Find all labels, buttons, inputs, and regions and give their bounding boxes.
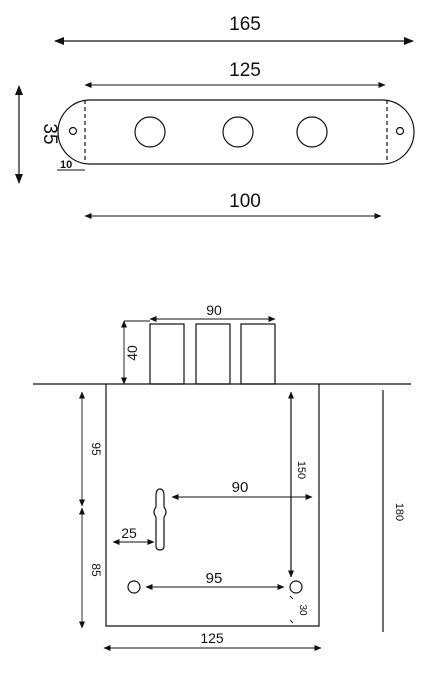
dim-overall-length: 165 xyxy=(229,14,261,35)
body-screw-hole-right xyxy=(289,580,303,594)
bolt-block-2 xyxy=(195,323,231,385)
bolt-hole-1 xyxy=(134,116,166,148)
dim-hole-spacing-outer: 125 xyxy=(229,60,261,81)
keyhole xyxy=(153,488,167,551)
body-screw-hole-left xyxy=(127,580,141,594)
dim-body-width: 125 xyxy=(200,630,224,646)
dim-tick-screw-bottom-top xyxy=(289,595,294,600)
dim-cylinder-height: 40 xyxy=(124,345,140,361)
dim-upper-height: 95 xyxy=(89,442,103,456)
bolt-hole-2 xyxy=(222,116,254,148)
dim-right-height: 150 xyxy=(295,461,307,479)
dim-edge-offset: 10 xyxy=(60,159,72,171)
plate-screw-hole-left xyxy=(68,126,78,136)
dim-height: 35 xyxy=(39,123,60,144)
dim-tick-screw-bottom-bottom xyxy=(289,619,294,624)
dim-lower-height: 85 xyxy=(89,563,103,577)
bolt-block-1 xyxy=(149,323,185,385)
bolt-block-3 xyxy=(240,323,276,385)
dim-keyhole-to-edge: 90 xyxy=(232,479,249,496)
dim-cylinder-span: 90 xyxy=(206,302,222,318)
top-view: 165 125 35 10 100 xyxy=(15,14,415,219)
plate-screw-hole-right xyxy=(395,126,405,136)
dim-inner-length: 100 xyxy=(229,191,261,212)
dim-screw-spacing: 95 xyxy=(206,570,223,587)
bolt-hole-3 xyxy=(296,116,328,148)
dim-screw-bottom: 30 xyxy=(297,604,308,616)
strike-plate-outline xyxy=(57,99,415,165)
dim-keyhole-offset: 25 xyxy=(121,525,137,541)
dim-total-height: 180 xyxy=(393,503,405,521)
lock-body-outline xyxy=(105,384,320,627)
front-view: 90 40 95 85 150 90 25 95 30 xyxy=(33,302,411,651)
